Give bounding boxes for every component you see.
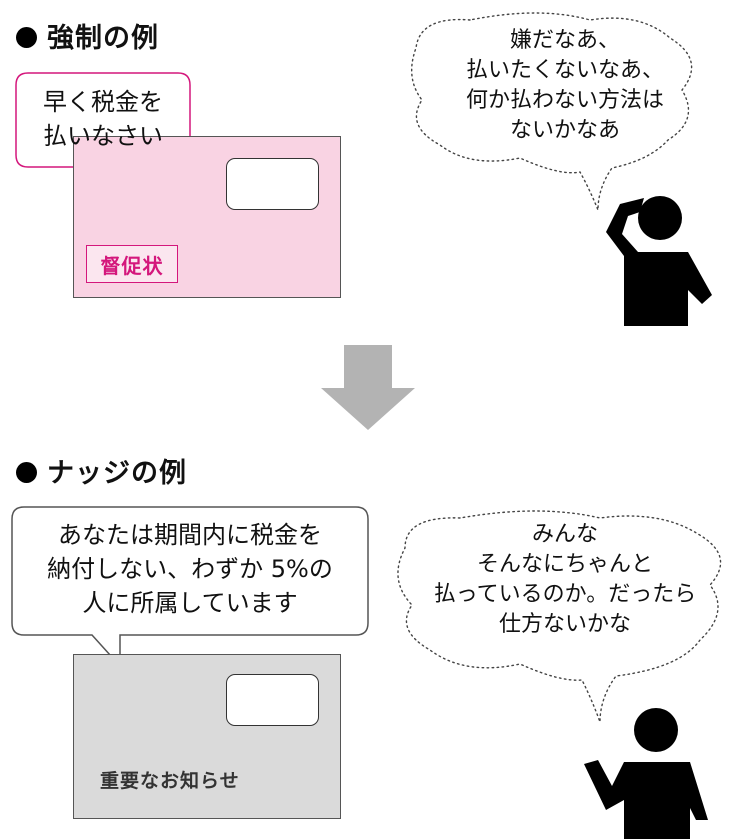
thought-text-bottom: みんな そんなにちゃんと 払っているのか。だったら 仕方ないかな <box>420 520 710 640</box>
envelope-window <box>226 158 319 210</box>
thought-line: 嫌だなあ、 <box>509 28 620 53</box>
speech-line: 払いなさい <box>43 122 163 150</box>
speech-text-top: 早く税金を 払いなさい <box>16 85 190 153</box>
thought-line: 払いたくないなあ、 <box>465 58 664 83</box>
heading-coercion: 強制の例 <box>16 16 159 55</box>
thought-line: みんな <box>531 522 598 547</box>
notice-label: 重要なお知らせ <box>100 770 240 792</box>
thinking-person-icon <box>606 196 712 326</box>
heading-nudge-text: ナッジの例 <box>47 458 187 489</box>
speech-text-bottom: あなたは期間内に税金を 納付しない、わずか 5%の 人に所属しています <box>12 518 368 620</box>
envelope-window <box>226 674 319 726</box>
thought-bubble-top <box>410 12 693 211</box>
thought-text-top: 嫌だなあ、 払いたくないなあ、 何か払わない方法は ないかなあ <box>440 26 690 146</box>
speech-line: 人に所属しています <box>82 589 298 617</box>
thought-line: 何か払わない方法は <box>465 88 664 113</box>
down-arrow-icon <box>321 345 415 430</box>
heading-coercion-text: 強制の例 <box>47 23 159 54</box>
bullet-icon <box>16 27 37 48</box>
heading-nudge: ナッジの例 <box>16 451 187 490</box>
speech-bubble-bottom <box>11 506 369 668</box>
thought-line: ないかなあ <box>509 118 620 143</box>
shrugging-person-icon <box>584 708 708 839</box>
speech-line: 早く税金を <box>43 88 163 116</box>
stamp-demand-letter: 督促状 <box>86 245 178 283</box>
thought-line: 仕方ないかな <box>498 612 631 637</box>
speech-line: あなたは期間内に税金を <box>58 521 322 549</box>
thought-line: 払っているのか。だったら <box>433 582 697 607</box>
thought-bubble-bottom <box>397 510 722 723</box>
thought-line: そんなにちゃんと <box>476 552 653 577</box>
bullet-icon <box>16 462 37 483</box>
speech-line: 納付しない、わずか 5%の <box>47 555 333 583</box>
